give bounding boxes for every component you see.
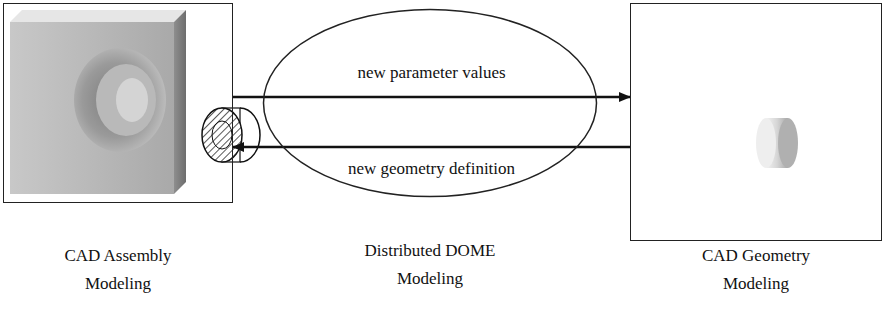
model-box: CAD Assembly Modeling — [3, 3, 233, 203]
box-outline — [3, 3, 233, 203]
cylinder-part — [756, 118, 798, 168]
arrow-connector — [233, 146, 630, 149]
caption-holder: CAD Assembly Modeling — [3, 242, 233, 298]
caption-holder: CAD Geometry Modeling — [630, 242, 882, 298]
node-caption: CAD Assembly Modeling — [43, 242, 193, 298]
arrow-label: new parameter values — [354, 63, 508, 83]
caption-holder: Distributed DOME Modeling — [262, 237, 598, 293]
block-part — [10, 10, 186, 194]
box-outline — [630, 3, 882, 241]
hatched-pin-section — [202, 108, 260, 162]
node-caption: Distributed DOME Modeling — [355, 237, 505, 293]
node-caption: CAD Geometry Modeling — [681, 242, 831, 298]
arrow-connector — [233, 96, 630, 99]
model-box: CAD Geometry Modeling — [630, 3, 882, 241]
arrow-label: new geometry definition — [345, 159, 518, 179]
